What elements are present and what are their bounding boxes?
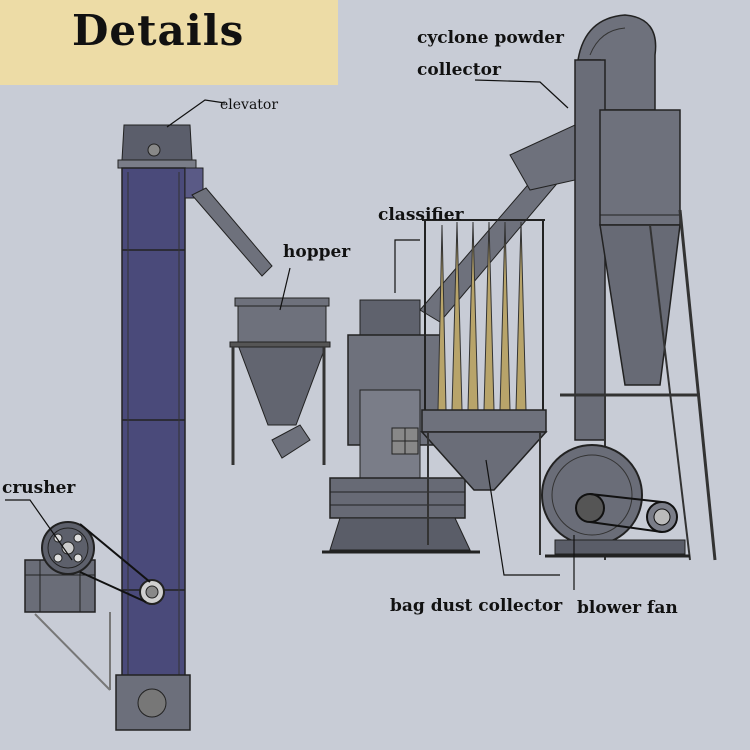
main-mill — [322, 299, 480, 554]
label-cyclone-line1: cyclone powder — [417, 28, 564, 48]
label-crusher: crusher — [2, 478, 76, 498]
hopper — [229, 297, 331, 465]
page-title: Details — [72, 6, 245, 55]
label-classifier: classifier — [378, 205, 464, 225]
cyclone-powder-collector — [560, 14, 717, 561]
leader-lines — [5, 79, 575, 590]
blower-fan — [541, 444, 690, 558]
label-blower-fan: blower fan — [577, 598, 678, 618]
label-bag-dust-collector: bag dust collector — [390, 596, 563, 616]
label-cyclone-line2: collector — [417, 60, 501, 80]
title-banner: Details — [0, 0, 338, 85]
bucket-elevator — [115, 124, 273, 731]
bag-dust-collector — [420, 219, 548, 555]
label-hopper: hopper — [283, 242, 351, 262]
crusher — [24, 521, 151, 691]
label-elevator: elevator — [220, 97, 279, 113]
